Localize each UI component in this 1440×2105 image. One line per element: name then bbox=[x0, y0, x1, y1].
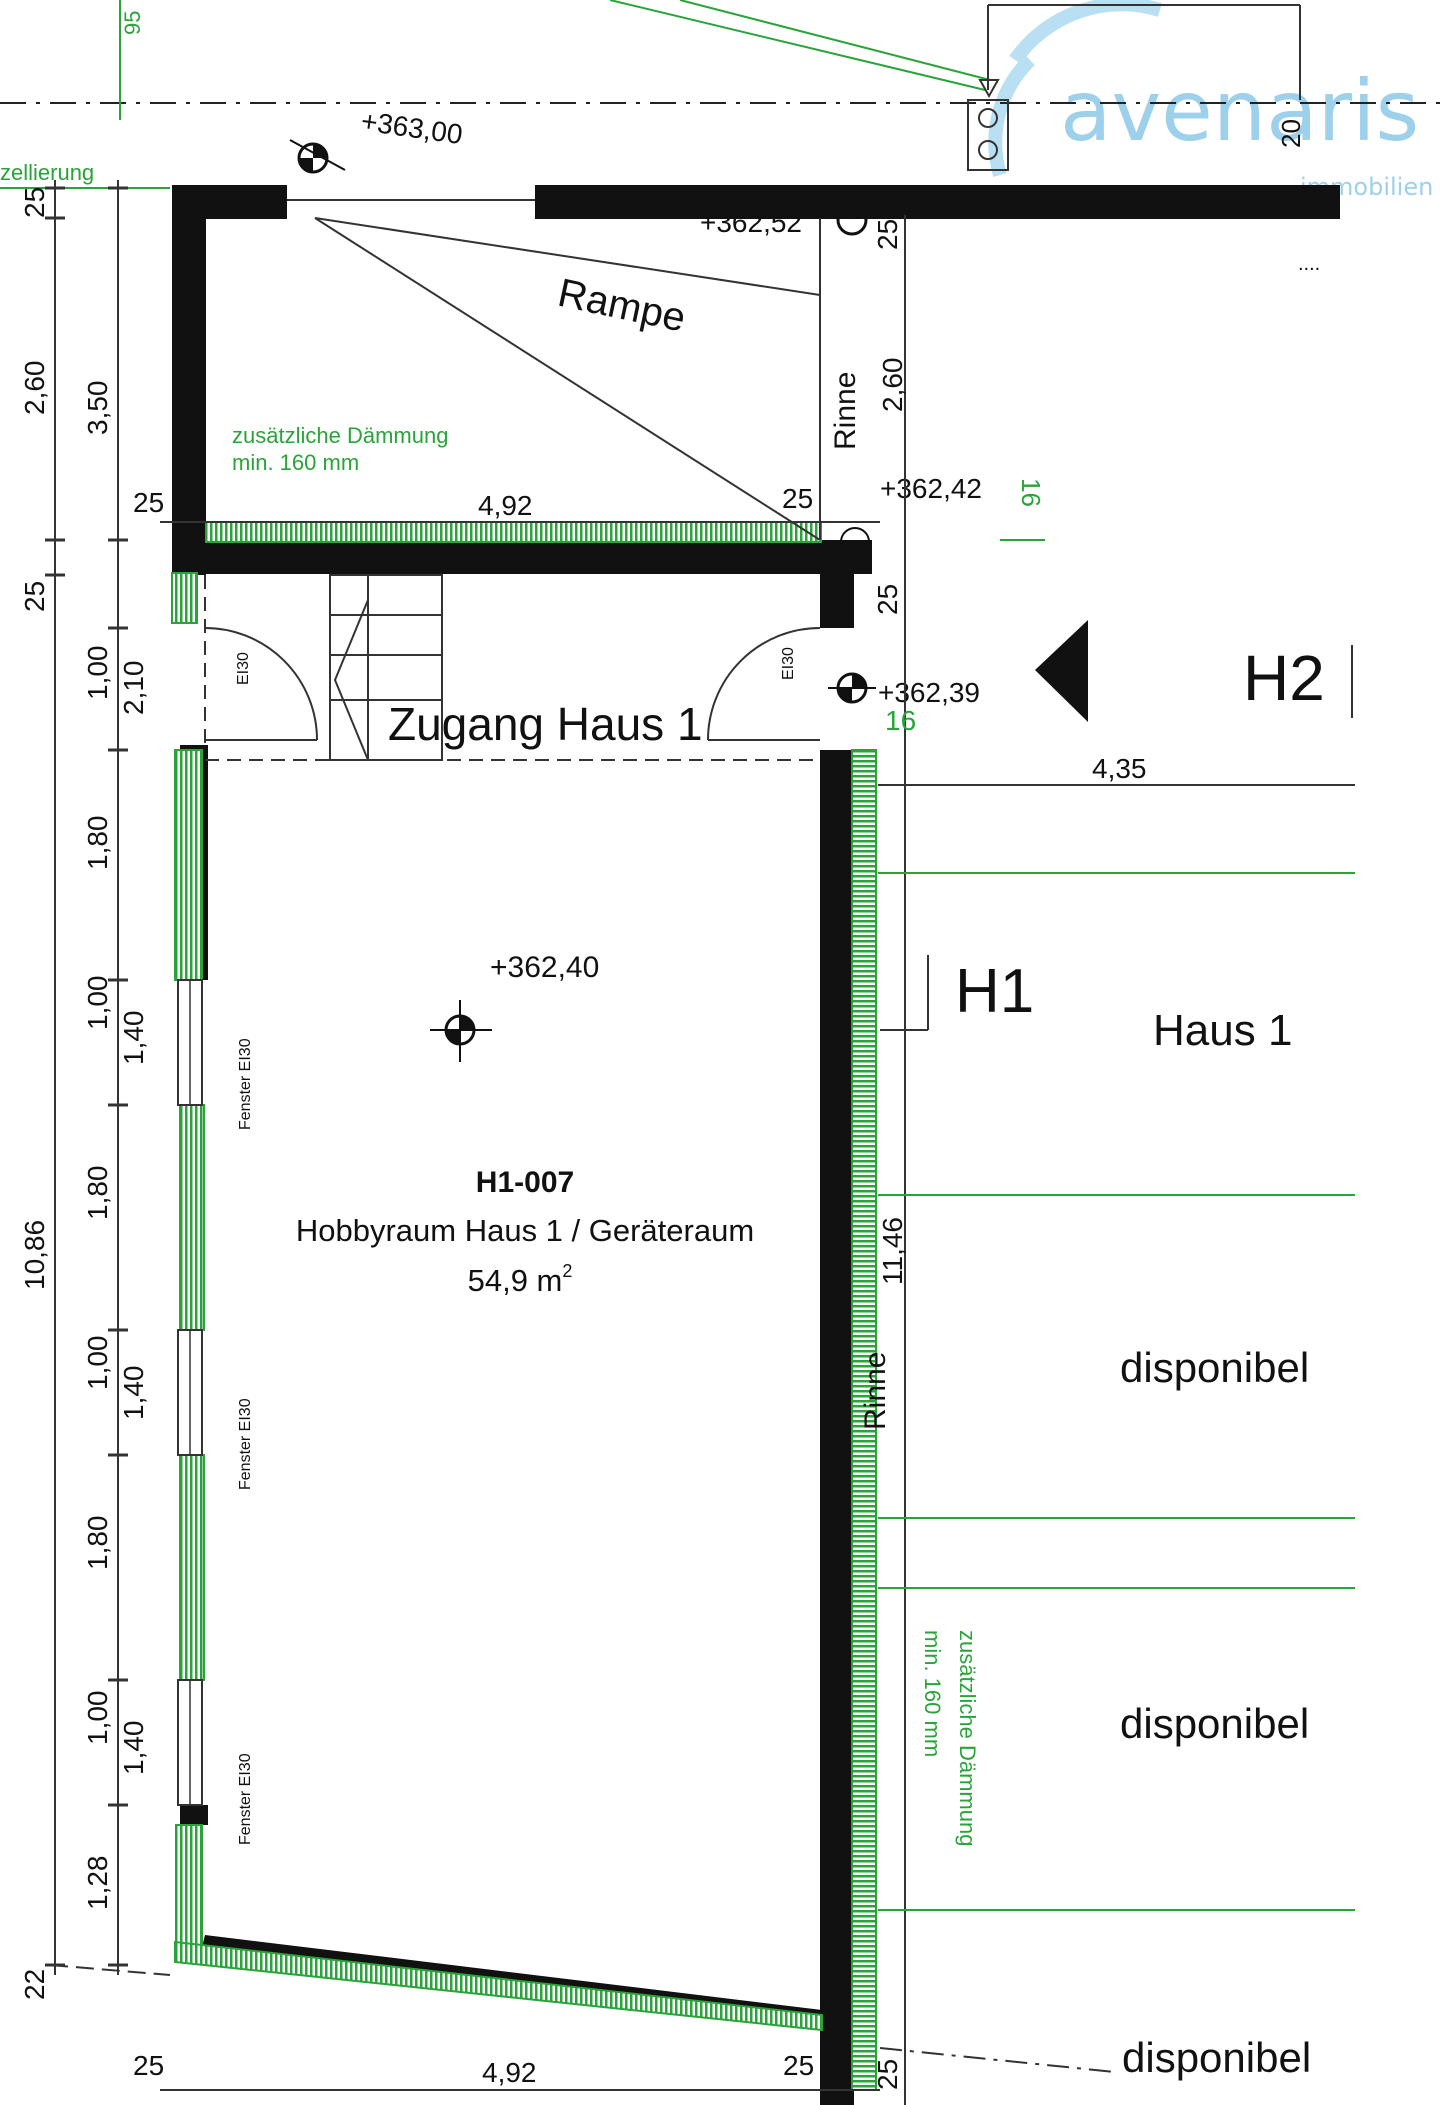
dim-left-100-a: 1,00 bbox=[82, 646, 113, 701]
dim-left-128: 1,28 bbox=[82, 1856, 113, 1911]
dim-top-95: 95 bbox=[120, 11, 145, 35]
level-ramp-bottom: +362,42 bbox=[880, 473, 982, 504]
dim-left-100-b: 1,00 bbox=[82, 976, 113, 1031]
level-room: +362,40 bbox=[490, 951, 599, 984]
dim-bottom-25-left: 25 bbox=[133, 2050, 164, 2081]
dim-bottom-25-right: 25 bbox=[783, 2050, 814, 2081]
dim-left-100-c: 1,00 bbox=[82, 1336, 113, 1391]
level-marker-icon bbox=[836, 204, 868, 236]
insulation-label-vertical-2: min. 160 mm bbox=[920, 1630, 945, 1757]
room-name: Hobbyraum Haus 1 / Geräteraum bbox=[296, 1213, 754, 1248]
dim-left-260: 2,60 bbox=[19, 361, 50, 416]
gutter-label-bottom: Rinne bbox=[859, 1352, 892, 1430]
dim-left-140-b: 1,40 bbox=[118, 1366, 149, 1421]
window-1-rating: Fenster EI30 bbox=[237, 1038, 254, 1130]
stair-arrow-icon bbox=[333, 599, 369, 761]
ramp-label: Rampe bbox=[554, 271, 689, 341]
room-area: 54,9 m2 bbox=[468, 1261, 573, 1298]
room-id: H1-007 bbox=[476, 1166, 574, 1199]
dimension-lines-right: 25 2,60 16 25 16 11,46 25 bbox=[872, 219, 1046, 2090]
level-target-top-icon bbox=[289, 139, 346, 174]
dim-left-22: 22 bbox=[19, 1969, 50, 2000]
dim-mid-492: 4,92 bbox=[478, 490, 533, 521]
dim-right-25-top: 25 bbox=[872, 219, 903, 250]
stairs bbox=[329, 574, 443, 761]
logo-wordmark: avenaris bbox=[1060, 62, 1419, 160]
house-h1-label: H1 bbox=[955, 957, 1034, 1026]
insulation-label-1: zusätzliche Dämmung bbox=[232, 423, 448, 448]
dim-left-180-a: 1,80 bbox=[82, 816, 113, 871]
available-label-1: disponibel bbox=[1120, 1344, 1309, 1391]
level-target-entrance-icon bbox=[828, 672, 876, 704]
dim-mid-25-left: 25 bbox=[133, 487, 164, 518]
dimension-lines-horizontal: 25 4,92 25 25 4,92 25 4,35 bbox=[133, 483, 1355, 2091]
logo-arc-icon bbox=[1009, 0, 1163, 65]
label-dots: .... bbox=[1298, 253, 1320, 275]
door-left-swing bbox=[204, 627, 318, 741]
dim-right-260: 2,60 bbox=[877, 358, 908, 413]
house-area: H2 H1 Haus 1 disponibel disponibel dispo… bbox=[878, 215, 1355, 2105]
window-2-rating: Fenster EI30 bbox=[237, 1398, 254, 1490]
valve-triangle-icon bbox=[978, 79, 1000, 99]
level-target-room-icon bbox=[430, 1000, 492, 1062]
dim-left-180-c: 1,80 bbox=[82, 1516, 113, 1571]
level-top: +363,00 bbox=[359, 105, 464, 150]
dimension-lines-left: 25 2,60 3,50 25 1,00 2,10 1,80 1,00 1,40… bbox=[19, 180, 171, 2000]
dim-mid-25-right: 25 bbox=[782, 483, 813, 514]
door-left-rating: EI30 bbox=[235, 652, 252, 685]
pipe-symbol bbox=[967, 99, 1009, 171]
house-h2-label: H2 bbox=[1243, 642, 1325, 714]
dim-right-435: 4,35 bbox=[1092, 753, 1147, 784]
house-name: Haus 1 bbox=[1153, 1006, 1292, 1055]
dim-left-25-mid: 25 bbox=[19, 581, 50, 612]
reference-lines: 95 20 zellierung +363,00 .... bbox=[0, 0, 1440, 275]
entrance-label: Zugang Haus 1 bbox=[388, 698, 703, 750]
level-ramp-top: +362,52 bbox=[700, 207, 802, 238]
dim-right-1146: 11,46 bbox=[877, 1217, 908, 1285]
entrance-arrow-icon bbox=[1035, 620, 1088, 722]
pipe-circle-icon-2 bbox=[978, 140, 998, 160]
gutter-label-top: Rinne bbox=[829, 372, 862, 450]
dim-right-16-a: 16 bbox=[1016, 478, 1046, 507]
pipe-circle-icon bbox=[978, 108, 998, 128]
dim-top-20: 20 bbox=[1276, 119, 1306, 148]
door-right-swing bbox=[707, 627, 821, 741]
dim-left-210: 2,10 bbox=[118, 661, 149, 716]
dim-left-140-c: 1,40 bbox=[118, 1721, 149, 1776]
insulation bbox=[171, 521, 877, 2091]
level-entrance: +362,39 bbox=[878, 677, 980, 708]
available-label-3: disponibel bbox=[1122, 2034, 1311, 2081]
dim-left-100-d: 1,00 bbox=[82, 1691, 113, 1746]
logo-arc-icon-2 bbox=[988, 54, 1035, 177]
dim-right-25-mid: 25 bbox=[872, 584, 903, 615]
dim-left-25-top: 25 bbox=[19, 187, 50, 218]
door-right-rating: EI30 bbox=[780, 647, 797, 680]
dim-left-1086: 10,86 bbox=[19, 1220, 50, 1290]
available-label-2: disponibel bbox=[1120, 1700, 1309, 1747]
dim-bottom-492: 4,92 bbox=[482, 2057, 537, 2088]
windows: Fenster EI30 Fenster EI30 Fenster EI30 bbox=[177, 979, 254, 1845]
dim-left-350: 3,50 bbox=[82, 381, 113, 436]
insulation-label-vertical-1: zusätzliche Dämmung bbox=[955, 1630, 980, 1846]
dim-left-140-a: 1,40 bbox=[118, 1011, 149, 1066]
insulation-label-2: min. 160 mm bbox=[232, 450, 359, 475]
dim-bottom-25-corner: 25 bbox=[872, 2059, 903, 2090]
window-3-rating: Fenster EI30 bbox=[237, 1753, 254, 1845]
label-nivellierung: zellierung bbox=[0, 160, 94, 185]
entrance-area: EI30 EI30 Zugang Haus 1 +362,39 bbox=[204, 574, 1088, 761]
room-h1-007: +362,40 H1-007 Hobbyraum Haus 1 / Geräte… bbox=[296, 951, 892, 1430]
dim-left-180-b: 1,80 bbox=[82, 1166, 113, 1221]
drain-icon bbox=[840, 527, 870, 557]
dim-right-16-b: 16 bbox=[885, 705, 916, 736]
